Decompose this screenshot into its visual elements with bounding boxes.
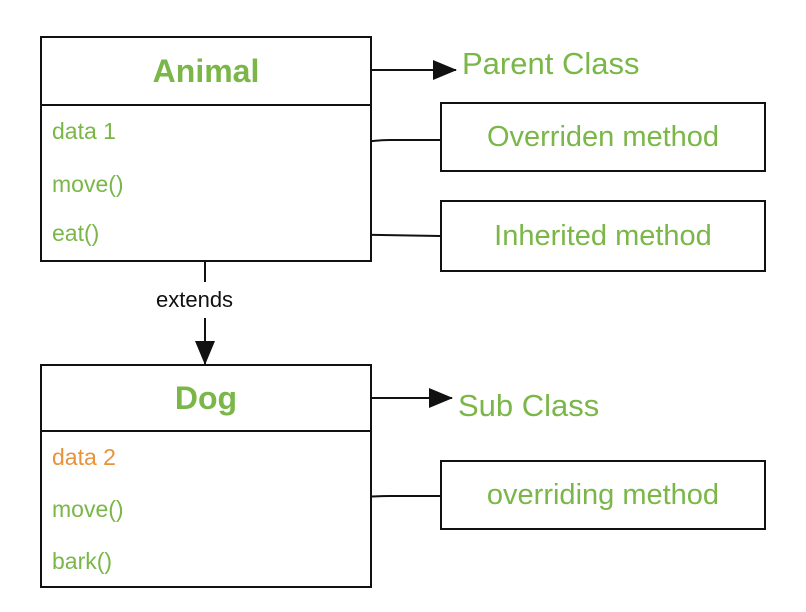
animal-member-move: move() bbox=[52, 171, 124, 197]
parent-class-label: Parent Class bbox=[462, 46, 640, 81]
dog-class-name: Dog bbox=[42, 366, 370, 432]
dog-member-data-2: data 2 bbox=[52, 444, 116, 470]
inherited-method-callout: Inherited method bbox=[440, 200, 766, 272]
animal-member-data-1: data 1 bbox=[52, 118, 116, 144]
dog-member-move: move() bbox=[52, 496, 124, 522]
animal-member-eat: eat() bbox=[52, 220, 100, 246]
overriding-method-callout: overriding method bbox=[440, 460, 766, 530]
animal-class-name: Animal bbox=[42, 38, 370, 106]
overriding-method-text: overriding method bbox=[486, 478, 720, 511]
dog-member-bark: bark() bbox=[52, 548, 113, 574]
overriden-method-text: Overriden method bbox=[486, 120, 720, 153]
dog-class-box: Dog data 2 move() bark() bbox=[40, 364, 372, 588]
sub-class-label: Sub Class bbox=[458, 388, 600, 423]
animal-class-box: Animal data 1 move() eat() bbox=[40, 36, 372, 262]
extends-label: extends bbox=[156, 287, 234, 312]
inherited-method-text: Inherited method bbox=[494, 219, 712, 252]
overriden-method-callout: Overriden method bbox=[440, 102, 766, 172]
